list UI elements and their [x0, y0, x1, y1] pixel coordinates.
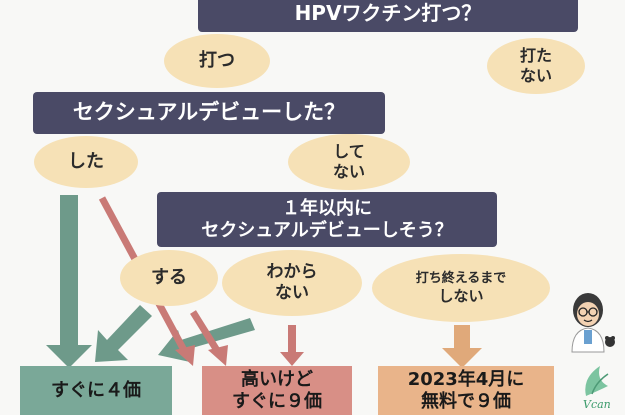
answer-utanai: 打た ない	[487, 38, 585, 94]
result-9val-now-line2: すぐに９価	[232, 390, 322, 412]
answer-suru: する	[120, 250, 218, 306]
question-debut-within-year-line2: セクシュアルデビューしそう？	[201, 219, 453, 241]
answer-wakaranai-line2: ない	[275, 283, 309, 303]
answer-shita-text: した	[68, 150, 104, 172]
question-sexual-debut-text: セクシュアルデビューした？	[72, 100, 346, 125]
result-9val-free-line1: 2023年4月に	[407, 369, 525, 390]
answer-uchioeru-made-shinai: 打ち終えるまで しない	[372, 254, 550, 322]
question-debut-within-year: １年以内に セクシュアルデビューしそう？	[157, 192, 497, 247]
result-9val-free: 2023年4月に 無料で９価	[378, 366, 554, 415]
vcan-logo-icon	[585, 366, 609, 396]
result-9val-free-line2: 無料で９価	[421, 390, 511, 412]
answer-utanai-line2: ない	[519, 66, 552, 85]
doctor-character-icon	[571, 293, 615, 353]
question-sexual-debut: セクシュアルデビューした？	[33, 92, 385, 134]
result-4val-now-text: すぐに４価	[51, 379, 141, 401]
question-debut-within-year-line1: １年以内に	[282, 197, 372, 219]
arrow-wakaranai-to-9val	[280, 325, 304, 366]
answer-utanai-line1: 打た	[519, 46, 552, 65]
answer-shitenai-line1: して	[333, 142, 365, 161]
answer-shita: した	[34, 136, 138, 188]
result-9val-now-line1: 高いけど	[241, 369, 313, 390]
answer-wakaranai-line1: わから	[266, 261, 318, 282]
result-4val-now: すぐに４価	[20, 366, 172, 415]
result-9val-now: 高いけど すぐに９価	[202, 366, 352, 415]
arrow-shinai-to-free	[442, 325, 482, 368]
question-vaccinate: HPVワクチン打つ？	[198, 0, 578, 32]
answer-wakaranai: わから ない	[222, 250, 362, 316]
question-vaccinate-text: HPVワクチン打つ？	[294, 1, 482, 25]
arrow-shita-to-4val	[46, 195, 92, 368]
answer-utsu-text: 打つ	[199, 49, 235, 71]
answer-shitenai-line2: ない	[332, 162, 365, 181]
answer-suru-text: する	[151, 266, 187, 288]
vcan-logo-text: Vcan	[583, 398, 611, 411]
answer-uchioeru-line2: しない	[438, 286, 484, 305]
arrow-shita-to-9val-head	[175, 345, 195, 366]
answer-uchioeru-line1: 打ち終えるまで	[415, 270, 507, 286]
arrow-suru-to-9val-head	[208, 345, 228, 366]
answer-utsu: 打つ	[164, 34, 270, 88]
arrow-suru-to-4val	[95, 305, 152, 362]
arrow-suru-to-9val-line	[190, 310, 221, 354]
answer-shitenai: して ない	[288, 134, 410, 190]
